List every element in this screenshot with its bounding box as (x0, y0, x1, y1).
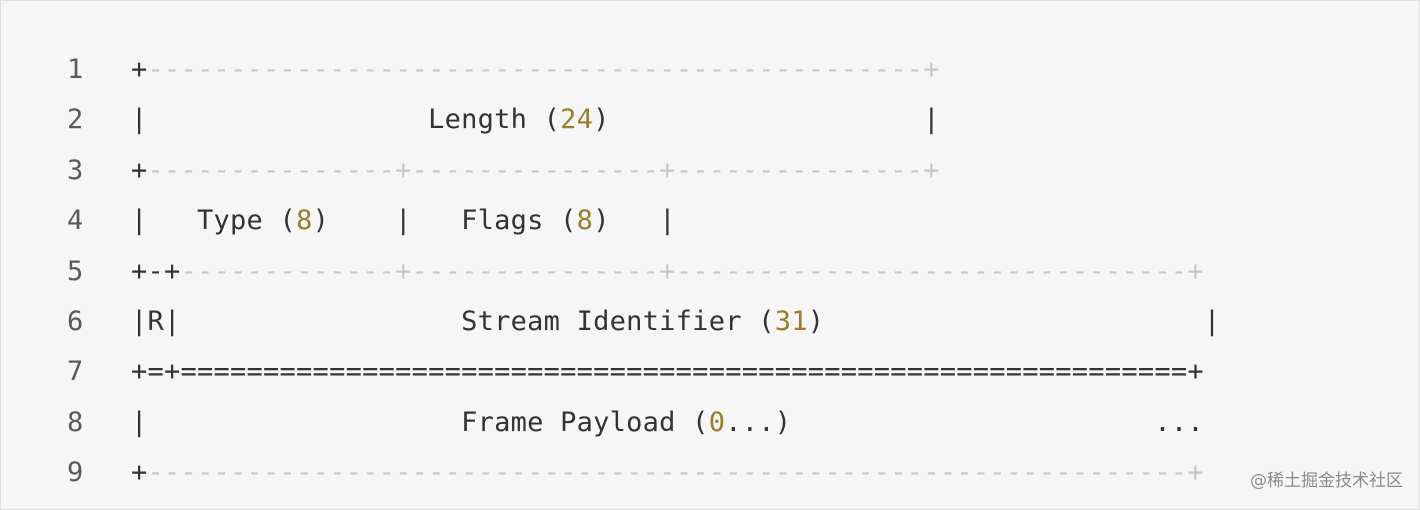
code-text: ) | Flags ( (312, 205, 577, 237)
line-code: +---------------+---------------+-------… (131, 146, 940, 196)
line-number: 5 (67, 255, 84, 287)
line-number: 4 (67, 205, 84, 237)
line-number: 3 (67, 154, 84, 186)
code-number: 8 (296, 205, 313, 237)
code-line: 9 +--------------------------------------… (1, 448, 1420, 498)
code-line: 2 | Length (24) | (1, 95, 1420, 145)
code-text: +-+ (131, 255, 181, 287)
line-number: 2 (67, 104, 84, 136)
line-code: +=+=====================================… (131, 347, 1204, 397)
code-text: +=+=====================================… (131, 356, 1204, 388)
code-line: 3 +---------------+---------------+------… (1, 146, 1420, 196)
code-text: ...) ... (725, 406, 1204, 438)
code-text: + (131, 54, 148, 85)
code-number: 8 (576, 205, 594, 237)
code-text: | Length ( (131, 104, 561, 136)
code-text: + (131, 154, 148, 186)
line-code: | Length (24) | (131, 95, 940, 145)
line-number: 9 (67, 457, 84, 489)
code-text: ) | (807, 305, 1221, 337)
line-number: 7 (67, 356, 84, 388)
code-dashes: ----------------------------------------… (147, 54, 940, 85)
code-dashes: ----------------------------------------… (147, 457, 1204, 489)
code-text: | Type ( (131, 205, 297, 237)
code-text: ) | (593, 104, 940, 136)
code-line: 1 +--------------------------------------… (1, 45, 1420, 95)
line-code: +---------------------------------------… (131, 448, 1204, 498)
code-number: 0 (708, 406, 726, 438)
code-line: 8 | Frame Payload (0...) ... (1, 398, 1420, 448)
line-number: 1 (67, 54, 84, 85)
code-number: 31 (774, 305, 808, 337)
code-line: 6 |R| Stream Identifier (31) | (1, 297, 1420, 347)
line-code: +-+-------------+---------------+-------… (131, 247, 1204, 297)
code-dashes: -------------+---------------+----------… (180, 255, 1204, 287)
watermark: @稀土掘金技术社区 (1250, 471, 1403, 491)
code-dashes: ---------------+---------------+--------… (147, 154, 940, 186)
line-code: | Frame Payload (0...) ... (131, 398, 1204, 448)
line-code: | Type (8) | Flags (8) | (131, 196, 676, 246)
code-line: 5 +-+-------------+---------------+------… (1, 247, 1420, 297)
line-code: |R| Stream Identifier (31) | (131, 297, 1220, 347)
code-line: 4| Type (8) | Flags (8) | (1, 196, 1420, 246)
code-text: ) | (593, 205, 676, 237)
code-text: |R| Stream Identifier ( (131, 305, 775, 337)
code-block: 1+--------------------------------------… (1, 45, 1420, 499)
line-code: +---------------------------------------… (131, 45, 940, 95)
code-text: | Frame Payload ( (131, 406, 709, 438)
code-line: 7 +=+====================================… (1, 347, 1420, 397)
line-number: 6 (67, 305, 84, 337)
code-number: 24 (560, 104, 594, 136)
code-text: + (131, 457, 148, 489)
line-number: 8 (67, 406, 84, 438)
